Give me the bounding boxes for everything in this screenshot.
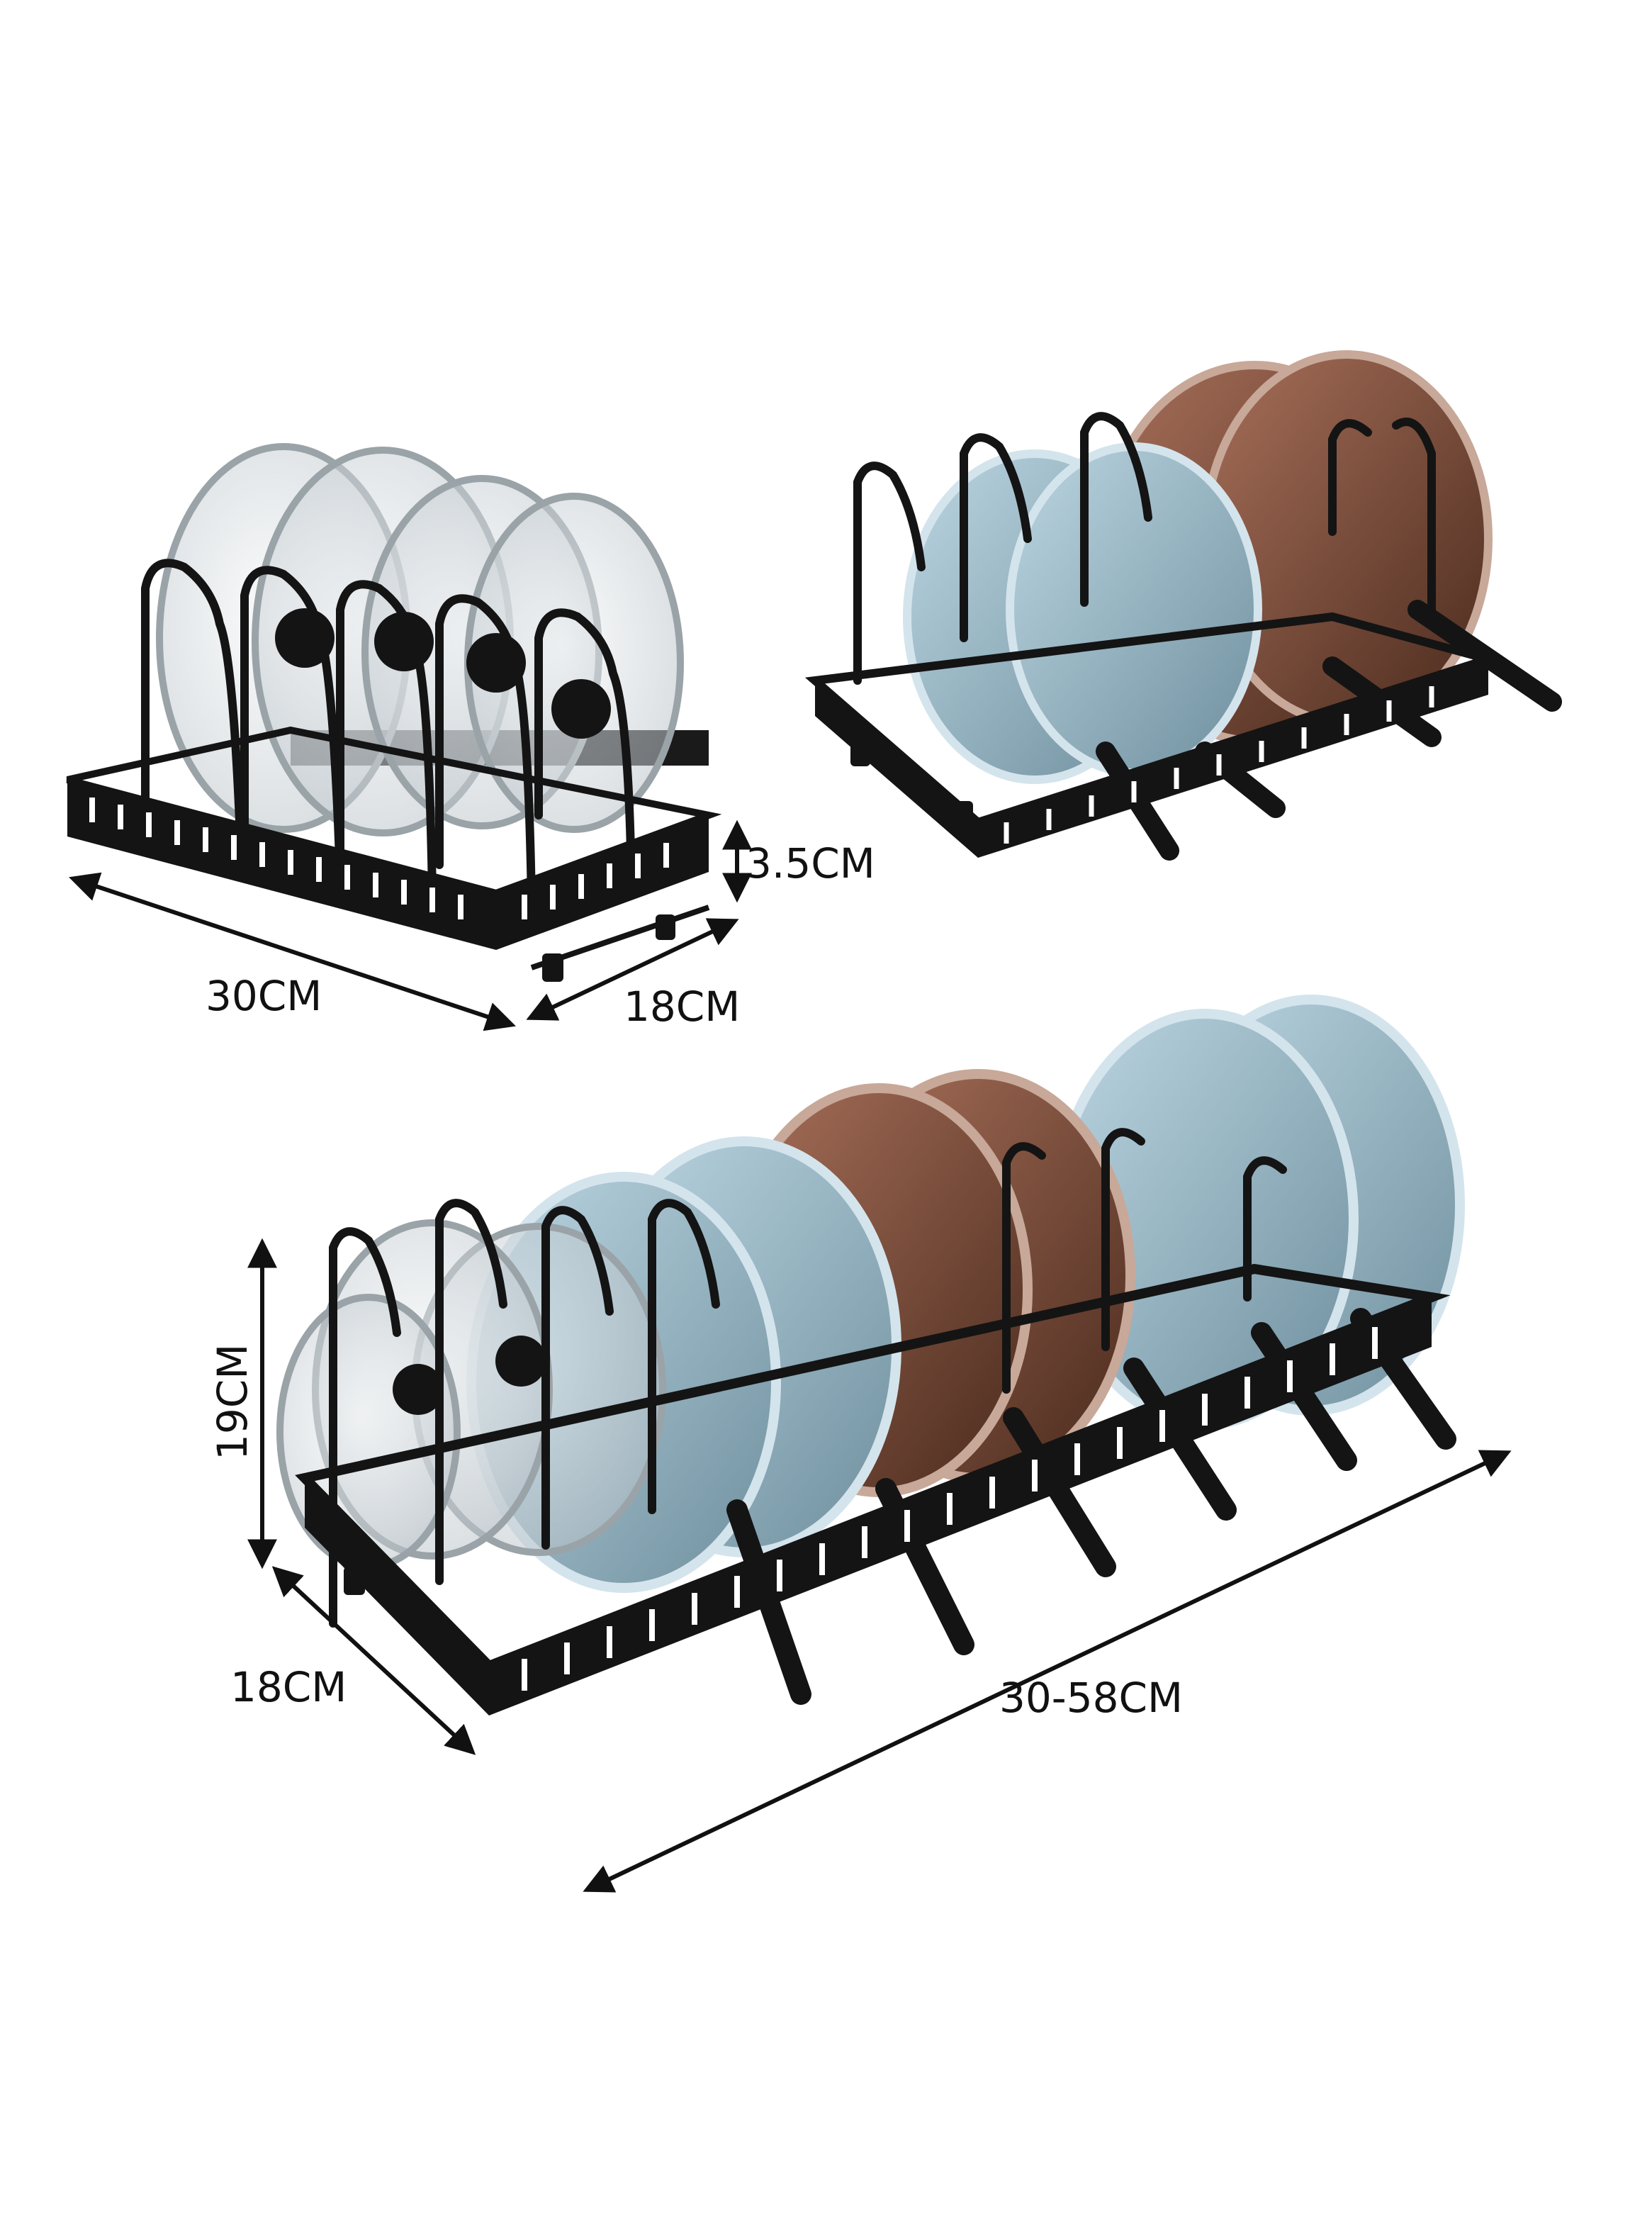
pan-rack-medium (804, 350, 1562, 861)
rack-large-length-label: 30-58CM (999, 1674, 1183, 1722)
pan-rack-large (276, 995, 1465, 1716)
rack-small-depth-label: 18CM (624, 983, 740, 1031)
rack-large-depth-label: 18CM (230, 1663, 347, 1711)
lid-rack-small (66, 443, 722, 982)
rack-small-length-label: 30CM (206, 972, 322, 1020)
rack-large-dimension-arrows (247, 1238, 1512, 1893)
glass-lids (156, 443, 684, 836)
rack-small-dimension-arrows (69, 819, 752, 1031)
rack-large-height-label: 19CM (208, 1344, 257, 1460)
rack-small-height-label: 3.5CM (746, 839, 875, 888)
